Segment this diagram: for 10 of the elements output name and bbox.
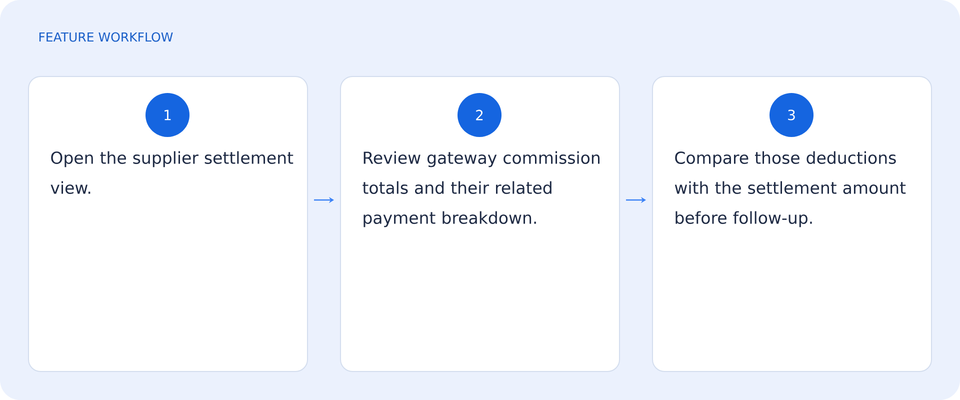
step-number: 1	[146, 93, 190, 137]
step-text: Compare those deductions with the settlement amount before follow-up.	[674, 151, 906, 228]
step-card	[28, 76, 308, 372]
step-card	[652, 76, 932, 372]
step-text: Open the supplier settlement view.	[50, 151, 294, 194]
title: FEATURE WORKFLOW	[39, 32, 173, 42]
step-card	[340, 76, 620, 372]
step-number: 2	[458, 93, 502, 137]
step-text: Review gateway commission totals and their related payment breakdown.	[362, 151, 600, 228]
step-number: 3	[770, 93, 814, 137]
